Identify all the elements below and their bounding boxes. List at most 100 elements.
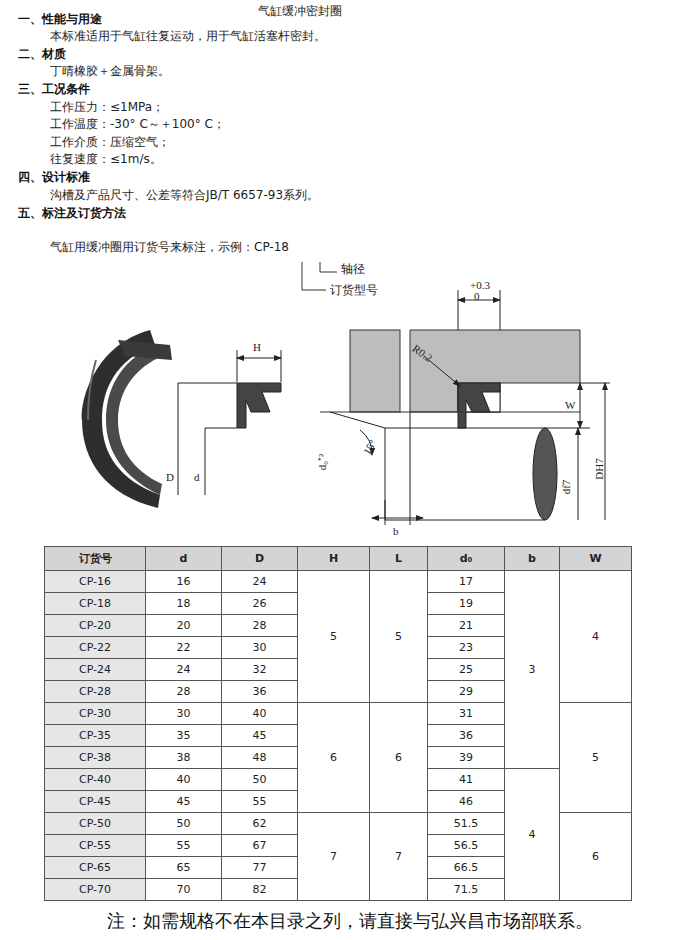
table-cell: 16 [146, 571, 222, 593]
cell-text: 7 [395, 850, 402, 863]
cell-text: 70 [177, 883, 191, 896]
table-cell: CP-45 [45, 791, 146, 813]
body-text: 气缸用缓冲圈用订货号来标注，示例：CP-18 [50, 240, 289, 254]
cell-text: 6 [330, 751, 337, 764]
table-cell: 22 [146, 637, 222, 659]
cell-text: 39 [459, 751, 473, 764]
section-heading: 一、性能与用途 [18, 12, 102, 26]
cell-text: 36 [253, 685, 267, 698]
table-cell: 45 [222, 725, 298, 747]
table-cell: 6 [370, 703, 428, 813]
cell-text: 25 [459, 663, 473, 676]
table-cell: CP-35 [45, 725, 146, 747]
table-cell: 21 [428, 615, 505, 637]
table-cell: 39 [428, 747, 505, 769]
cell-text: 55 [253, 795, 267, 808]
table-cell: 65 [146, 857, 222, 879]
section-assembly [320, 290, 610, 525]
table-cell: CP-18 [45, 593, 146, 615]
cell-text: 38 [177, 751, 191, 764]
table-cell: 6 [298, 703, 370, 813]
table-cell: 40 [222, 703, 298, 725]
body-text: 往复速度：≤1m/s。 [50, 152, 162, 166]
cell-text: 5 [330, 630, 337, 643]
cell-text: 24 [253, 575, 267, 588]
table-cell: 30 [146, 703, 222, 725]
table-cell: 55 [222, 791, 298, 813]
table-cell: CP-16 [45, 571, 146, 593]
table-cell: CP-38 [45, 747, 146, 769]
table-cell: 5 [560, 703, 632, 813]
cell-text: 30 [177, 707, 191, 720]
cell-text: 4 [529, 828, 536, 841]
table-cell: 36 [428, 725, 505, 747]
table-cell: 32 [222, 659, 298, 681]
table-cell: 71.5 [428, 879, 505, 901]
cell-text: CP-65 [79, 861, 111, 874]
table-cell: 36 [222, 681, 298, 703]
table-cell: CP-65 [45, 857, 146, 879]
table-cell: 5 [298, 571, 370, 703]
cell-text: 20 [177, 619, 191, 632]
cell-text: 36 [459, 729, 473, 742]
cell-text: CP-30 [79, 707, 111, 720]
cell-text: 24 [177, 663, 191, 676]
table-cell: 24 [222, 571, 298, 593]
table-cell: CP-24 [45, 659, 146, 681]
cell-text: 7 [330, 850, 337, 863]
seal-photo [82, 330, 172, 508]
section-heading: 四、设计标准 [18, 170, 90, 184]
section-left [178, 350, 281, 495]
cell-text: 51.5 [454, 817, 479, 830]
cell-text: 17 [459, 575, 473, 588]
table-cell: CP-40 [45, 769, 146, 791]
table-cell: 20 [146, 615, 222, 637]
table-cell: CP-55 [45, 835, 146, 857]
table-cell: 50 [146, 813, 222, 835]
dimension-label: H [253, 340, 261, 354]
table-cell: 30 [222, 637, 298, 659]
page-title: 气缸缓冲密封圈 [258, 4, 342, 18]
table-cell: 35 [146, 725, 222, 747]
table-cell: 48 [222, 747, 298, 769]
dimension-label: 0 [474, 289, 480, 303]
body-text: 工作温度：-30° C～＋100° C； [50, 117, 225, 131]
dimension-label: DH7 [592, 458, 606, 479]
cell-text: 22 [177, 641, 191, 654]
table-cell: 55 [146, 835, 222, 857]
table-cell: H [298, 547, 370, 571]
table-cell: 62 [222, 813, 298, 835]
body-text: 丁晴橡胶＋金属骨架。 [50, 64, 170, 78]
table-cell: 67 [222, 835, 298, 857]
table-cell: 38 [146, 747, 222, 769]
table-cell: 70 [146, 879, 222, 901]
table-cell: 50 [222, 769, 298, 791]
cell-text: CP-22 [79, 641, 111, 654]
cell-text: W [589, 552, 601, 565]
cell-text: 40 [177, 773, 191, 786]
body-text: 工作介质：压缩空气； [50, 135, 170, 149]
table-cell: 28 [146, 681, 222, 703]
cell-text: 32 [253, 663, 267, 676]
cell-text: 66.5 [454, 861, 479, 874]
cell-text: 26 [253, 597, 267, 610]
table-cell: 66.5 [428, 857, 505, 879]
cell-text: H [329, 552, 338, 565]
cell-text: d₀ [460, 552, 473, 565]
table-cell: CP-50 [45, 813, 146, 835]
table-cell: 51.5 [428, 813, 505, 835]
body-text: 沟槽及产品尺寸、公差等符合JB/T 6657-93系列。 [50, 188, 319, 202]
cell-text: CP-24 [79, 663, 111, 676]
cell-text: d [180, 552, 188, 565]
body-text: 本标准适用于气缸往复运动，用于气缸活塞杆密封。 [50, 29, 326, 43]
cell-text: 5 [395, 630, 402, 643]
table-cell: b [505, 547, 560, 571]
cell-text: CP-35 [79, 729, 111, 742]
table-cell: 3 [505, 571, 560, 769]
dimension-label: +0.3 [470, 278, 490, 292]
cell-text: CP-45 [79, 795, 111, 808]
cell-text: 3 [529, 663, 536, 676]
table-cell: CP-20 [45, 615, 146, 637]
cell-text: L [395, 552, 402, 565]
dimension-label: d [194, 470, 200, 484]
